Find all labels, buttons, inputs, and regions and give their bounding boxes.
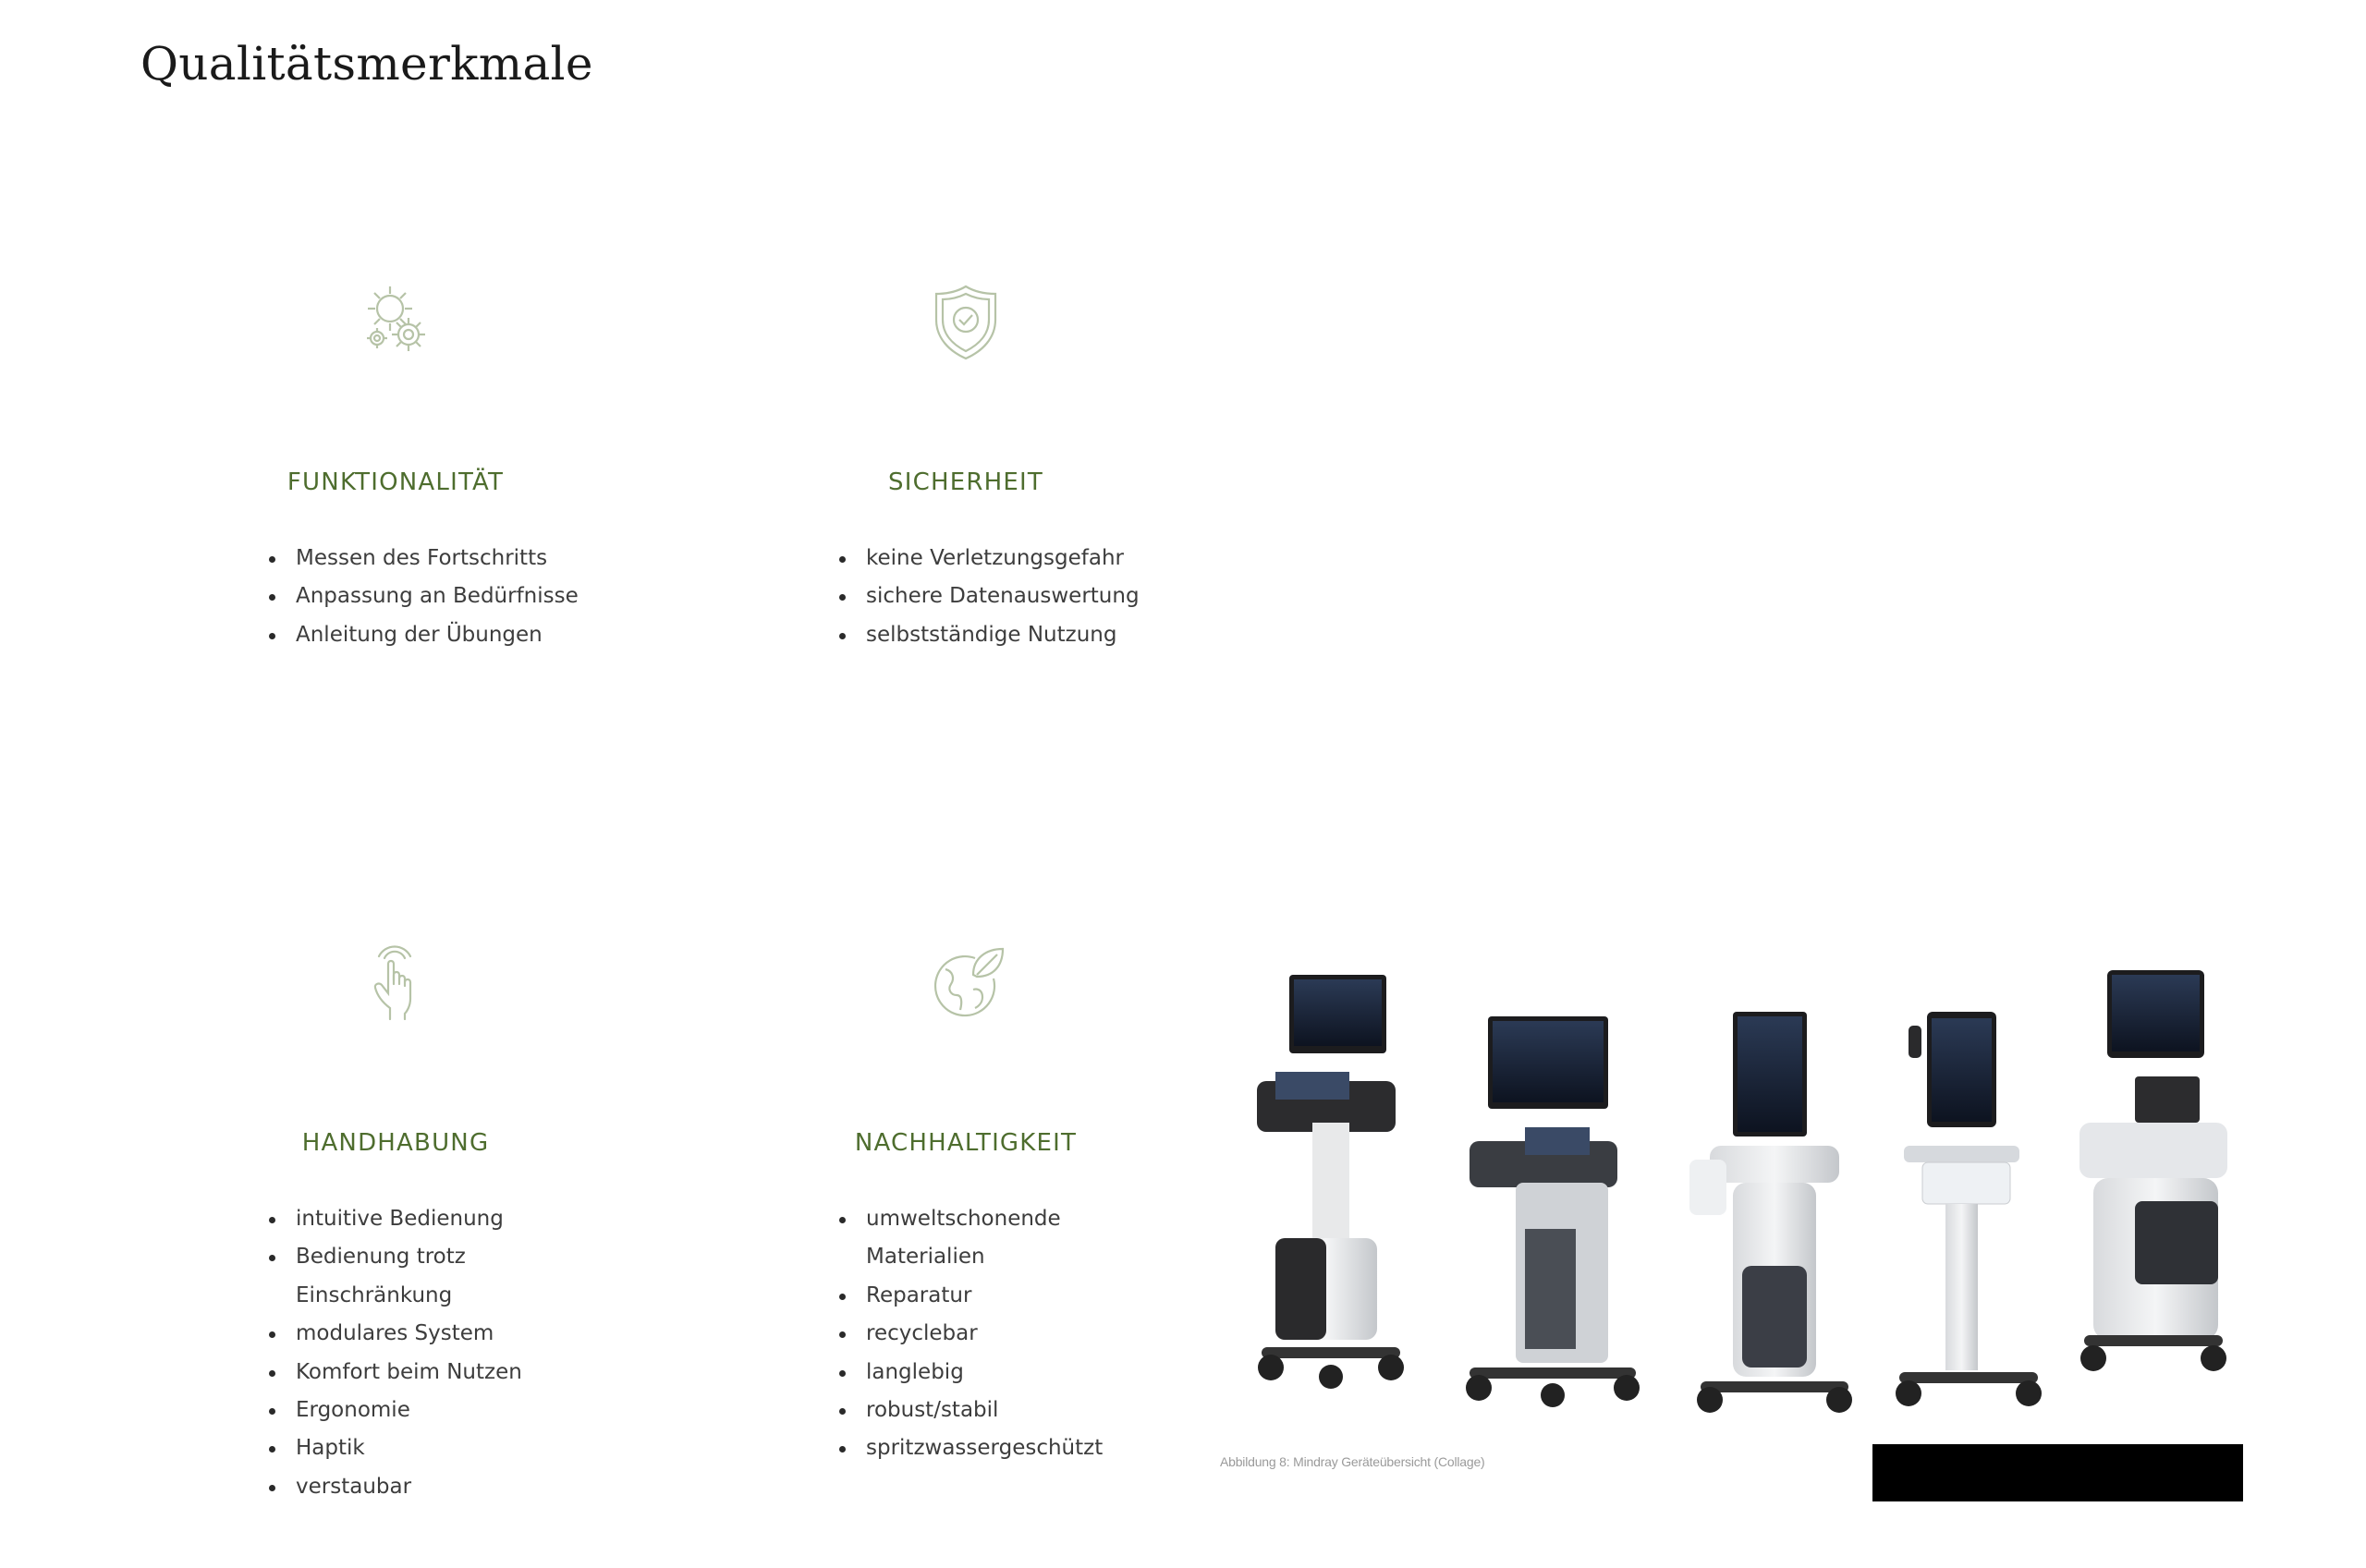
touch-hand-icon xyxy=(373,945,412,1021)
list-item: verstaubar xyxy=(257,1468,664,1506)
list-item: intuitive Bedienung xyxy=(257,1200,664,1238)
list-item: Materialien xyxy=(866,1245,985,1270)
list-item: sichere Datenauswertung xyxy=(827,577,1234,615)
list-item: Einschränkung xyxy=(296,1282,453,1307)
feature-funktionalitaet: FUNKTIONALITÄT Messen des Fortschritts A… xyxy=(137,277,654,647)
list-item: recyclebar xyxy=(827,1315,1234,1353)
feature-title: SICHERHEIT xyxy=(888,468,1043,496)
device-3 xyxy=(1689,1012,1852,1413)
feature-list: Messen des Fortschritts Anpassung an Bed… xyxy=(257,540,664,654)
list-item: Anleitung der Übungen xyxy=(257,616,664,654)
redaction-bar xyxy=(1872,1444,2243,1501)
list-item: Anpassung an Bedürfnisse xyxy=(257,577,664,615)
feature-list: keine Verletzungsgefahr sichere Datenaus… xyxy=(827,540,1234,654)
ultrasound-devices-collage xyxy=(1257,970,2227,1413)
eco-globe-icon xyxy=(933,947,1005,1017)
feature-handhabung: HANDHABUNG intuitive Bedienung Bedienung… xyxy=(137,938,654,1499)
list-item: Messen des Fortschritts xyxy=(257,540,664,577)
feature-sicherheit: SICHERHEIT keine Verletzungsgefahr siche… xyxy=(707,277,1225,647)
figure-caption: Abbildung 8: Mindray Geräteübersicht (Co… xyxy=(1220,1454,1485,1469)
list-item: modulares System xyxy=(257,1315,664,1353)
device-1 xyxy=(1257,975,1404,1389)
feature-title: NACHHALTIGKEIT xyxy=(854,1129,1078,1157)
list-item: Bedienung trotz xyxy=(257,1238,664,1276)
feature-list: intuitive Bedienung Bedienung trotz Eins… xyxy=(257,1200,664,1506)
list-item: Komfort beim Nutzen xyxy=(257,1354,664,1392)
device-5 xyxy=(2079,970,2227,1371)
page-title: Qualitätsmerkmale xyxy=(140,36,593,91)
feature-title: FUNKTIONALITÄT xyxy=(287,468,505,496)
list-item: Haptik xyxy=(257,1429,664,1467)
shield-check-icon xyxy=(934,285,997,360)
list-item: selbstständige Nutzung xyxy=(827,616,1234,654)
gears-icon xyxy=(367,286,425,351)
list-item: Reparatur xyxy=(827,1277,1234,1315)
feature-list: umweltschonende Materialien Reparatur re… xyxy=(827,1200,1234,1468)
list-item: robust/stabil xyxy=(827,1392,1234,1429)
list-item: spritzwassergeschützt xyxy=(827,1429,1234,1467)
list-item: langlebig xyxy=(827,1354,1234,1392)
list-item: keine Verletzungsgefahr xyxy=(827,540,1234,577)
device-2 xyxy=(1466,1016,1640,1407)
device-4 xyxy=(1896,1012,2042,1406)
feature-nachhaltigkeit: NACHHALTIGKEIT umweltschonende Materiali… xyxy=(707,938,1225,1460)
list-item: Ergonomie xyxy=(257,1392,664,1429)
list-item: umweltschonende xyxy=(827,1200,1234,1238)
feature-title: HANDHABUNG xyxy=(301,1129,490,1157)
